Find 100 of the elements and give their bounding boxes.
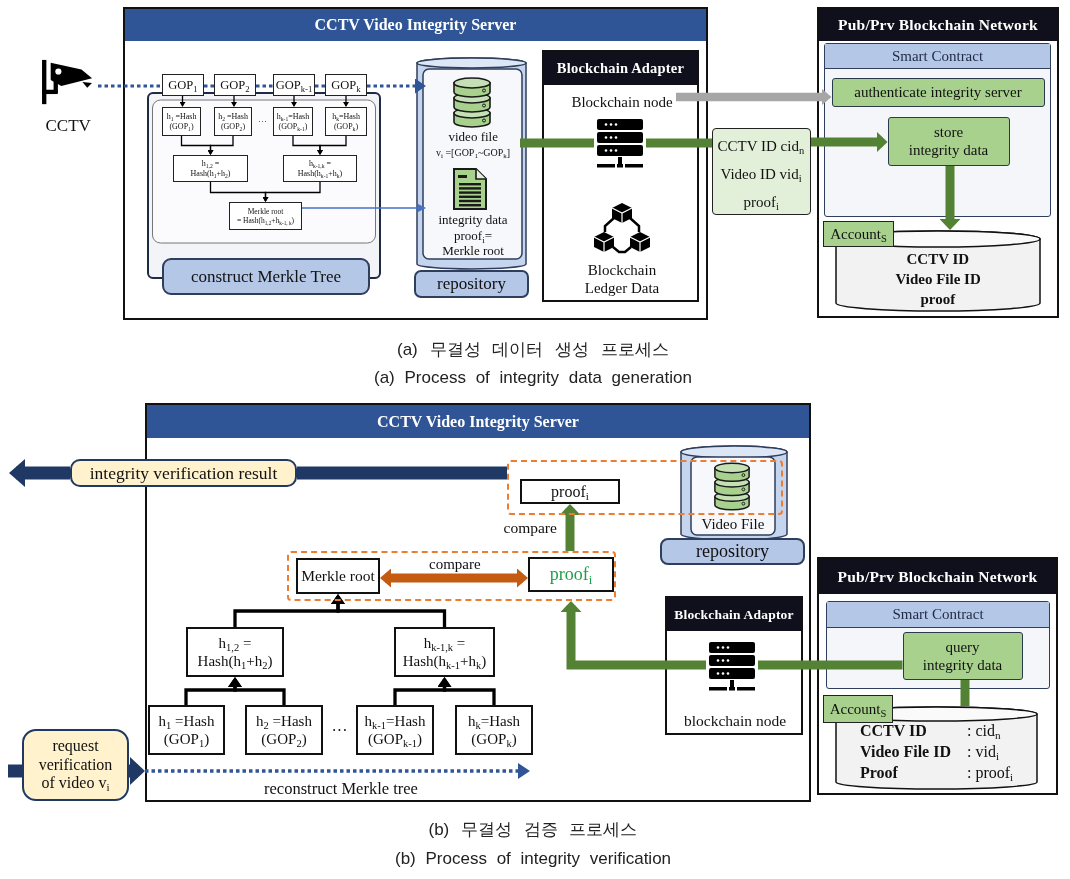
hash-box: h$_{1,2}$ = Hash(h$_{1}$+h$_{2}$) <box>173 155 248 182</box>
gop-box: GOP$_{k-1}$ <box>273 74 315 96</box>
message-box <box>712 128 811 215</box>
value-box: proof$_{i}$ <box>528 557 614 592</box>
request-pill: request verification of video v$_{i}$ <box>22 729 129 801</box>
action-box: store integrity data <box>887 116 1010 166</box>
field-text: : vid$_{i}$ <box>967 743 999 762</box>
action-box: query integrity data <box>902 631 1023 680</box>
arrow <box>291 95 297 107</box>
header-bar: Blockchain Adaptor <box>667 598 801 631</box>
field-text: Proof <box>860 764 898 783</box>
result-pill: integrity verification result <box>70 459 297 487</box>
arrow <box>228 677 286 705</box>
header-bar: Pub/Prv Blockchain Network <box>819 9 1057 41</box>
tree-frame <box>147 92 381 295</box>
arrow <box>145 763 530 779</box>
hash-box: h$_{k}$=Hash (GOP$_{k}$) <box>325 107 367 136</box>
caption-text: (b) Process of integrity verification <box>395 849 672 869</box>
hash-box: h$_{1}$ =Hash (GOP$_{1}$) <box>162 107 201 136</box>
hash-box: h$_{k-1}$=Hash (GOP$_{k-1}$) <box>356 705 434 755</box>
account-tag: Account$_{S}$ <box>823 695 893 723</box>
connector-line <box>758 660 903 670</box>
field-text: proof$_{i}$ <box>743 194 779 212</box>
text-label: Blockchain node <box>568 91 676 113</box>
gop-box: GOP$_{1}$ <box>162 74 204 96</box>
hash-box: h$_{1}$ =Hash (GOP$_{1}$) <box>148 705 225 755</box>
server-icon <box>706 641 758 693</box>
connector-line <box>204 84 214 88</box>
network-panel <box>817 557 1058 795</box>
field-text: Video File ID <box>895 270 981 288</box>
file-label: video file <box>448 129 498 145</box>
arrow <box>231 95 237 107</box>
caption-text: (b) 무결성 검증 프로세스 <box>428 820 638 840</box>
caption-text: (a) 무결성 데이터 생성 프로세스 <box>397 340 669 360</box>
value-box: Merkle root <box>296 558 380 594</box>
arrow <box>179 95 186 107</box>
label-pill: construct Merkle Tree <box>162 258 370 295</box>
connector-line <box>960 679 970 706</box>
arrow <box>560 601 706 670</box>
connector-line <box>646 138 712 148</box>
arrow <box>380 568 528 588</box>
label-pill: repository <box>414 270 529 298</box>
arrow <box>343 95 349 107</box>
arrow <box>676 88 832 106</box>
connector-line <box>98 84 162 88</box>
title-bar: CCTV Video Integrity Server <box>147 405 809 438</box>
field-text: : proof$_{i}$ <box>967 764 1014 783</box>
arrow <box>811 131 888 153</box>
field-text: : cid$_{n}$ <box>967 722 1001 741</box>
title-bar: CCTV Video Integrity Server <box>125 9 706 41</box>
arrow <box>437 677 496 705</box>
field-text: CCTV ID cid$_{n}$ <box>717 138 805 156</box>
icon-caption: blockchain node <box>684 712 786 730</box>
field-text: CCTV ID <box>860 722 927 741</box>
device-label: CCTV <box>45 116 91 136</box>
hash-box: h$_{1,2}$ = Hash(h$_{1}$+h$_{2}$) <box>186 627 284 677</box>
formula-text: proof$_{i}$= Merkle root <box>441 227 505 259</box>
repository-cylinder <box>414 57 529 298</box>
header-bar: Blockchain Adapter <box>544 52 697 85</box>
adapter-panel <box>542 50 699 302</box>
connector-line <box>315 84 325 88</box>
label-pill: repository <box>660 538 805 565</box>
connector-line <box>520 138 594 148</box>
icon-caption: Blockchain Ledger Data <box>583 261 661 297</box>
arrow <box>129 757 145 785</box>
data-label: integrity data <box>438 212 508 228</box>
account-tag: Account$_{S}$ <box>823 221 894 247</box>
arrow <box>317 135 347 155</box>
arrow <box>331 594 447 627</box>
hash-box: h$_{k-1,k}$ = Hash(h$_{k-1}$+h$_{k}$) <box>394 627 495 677</box>
field-text: CCTV ID <box>906 250 970 268</box>
header-bar: Smart Contract <box>827 602 1049 628</box>
field-text: proof <box>920 290 956 308</box>
connector-line <box>8 764 22 778</box>
gop-box: GOP$_{k}$ <box>325 74 367 96</box>
hash-box: h$_{k}$=Hash (GOP$_{k}$) <box>455 705 533 755</box>
formula-text: v$_{i}$ =[GOP$_{1}$~GOP$_{k}$] <box>436 147 511 159</box>
server-icon <box>594 118 646 170</box>
contract-panel <box>826 601 1050 689</box>
adapter-panel <box>665 596 803 735</box>
arrow <box>301 204 426 212</box>
arrow <box>367 78 426 94</box>
hash-box: h$_{2}$ =Hash (GOP$_{2}$) <box>214 107 252 136</box>
field-text: Video File ID <box>860 743 951 762</box>
connector-line <box>297 466 507 480</box>
hash-box: h$_{k-1}$=Hash (GOP$_{k-1}$) <box>273 107 313 136</box>
network-panel <box>817 7 1059 318</box>
arrow <box>559 504 581 551</box>
ellipsis-text: ··· <box>331 722 348 741</box>
ellipsis-text: ··· <box>258 116 267 127</box>
gop-box: GOP$_{2}$ <box>214 74 256 96</box>
hash-box: h$_{k-1,k}$ = Hash(h$_{k-1}$+h$_{k}$) <box>283 155 357 182</box>
header-bar: Smart Contract <box>825 44 1050 69</box>
action-box: authenticate integrity server <box>831 77 1045 107</box>
server-panel <box>123 7 708 320</box>
file-label: Video File <box>701 515 765 533</box>
arrow <box>262 181 321 202</box>
arrow <box>207 135 234 155</box>
field-text: Video ID vid$_{i}$ <box>720 166 802 184</box>
connector-line <box>256 84 273 88</box>
